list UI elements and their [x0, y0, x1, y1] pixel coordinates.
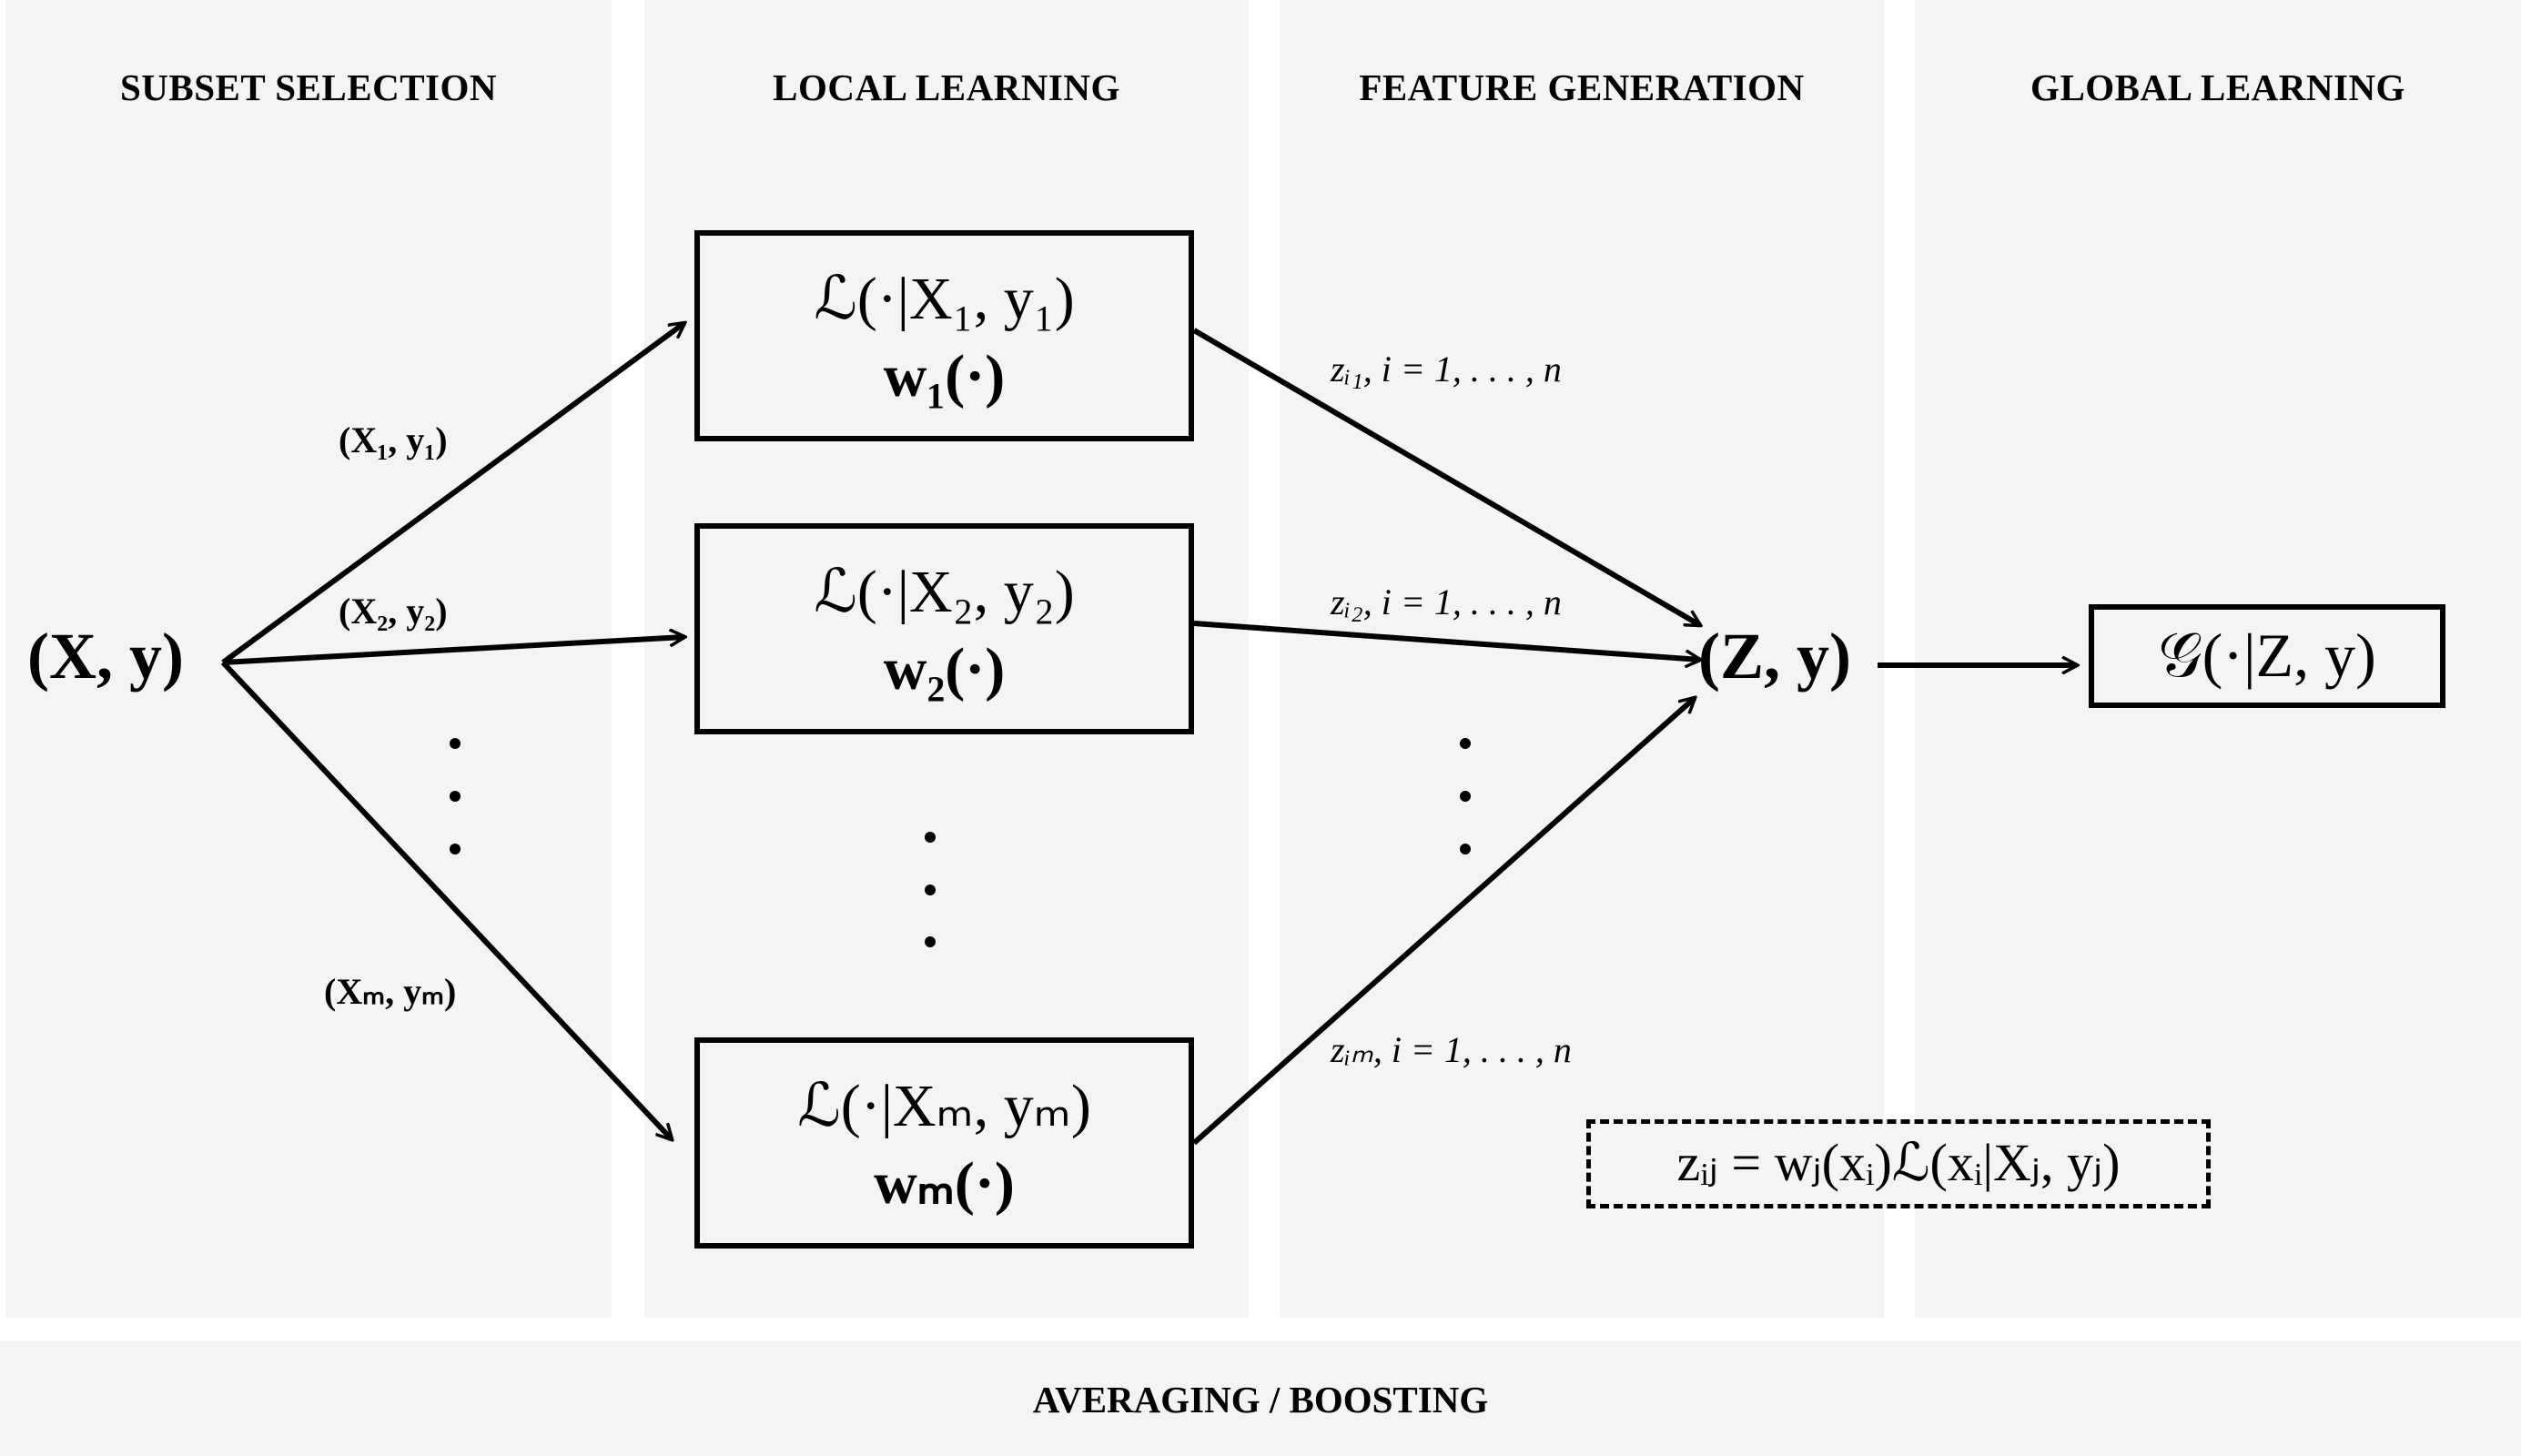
arrow-learner-2-to-z: [1193, 621, 1700, 660]
learner-2-weight: w₂(·): [883, 636, 1006, 703]
z-node-label: (Z, y): [1698, 620, 1851, 693]
arrow-learner-m-to-z: [1192, 698, 1695, 1146]
panel-title-global-learning: GLOBAL LEARNING: [2030, 66, 2405, 108]
global-model-box: 𝒢(·|Z, y): [2089, 604, 2445, 708]
panel-title-feature-generation: FEATURE GENERATION: [1359, 66, 1805, 108]
edge-label-1: (X₁, y₁): [339, 420, 448, 460]
edge-label-2: (X₂, y₂): [339, 591, 448, 632]
feature-formula-box: zᵢⱼ = wⱼ(xᵢ)ℒ(xᵢ|Xⱼ, yⱼ): [1586, 1119, 2211, 1208]
ellipsis-dot-feature: [1460, 791, 1471, 802]
ellipsis-dot-local: [925, 885, 936, 895]
ellipsis-dot-subset: [450, 791, 461, 802]
ellipsis-dot-local: [925, 832, 936, 843]
feature-label-m: zᵢₘ, i = 1, . . . , n: [1331, 1029, 1572, 1070]
input-node-label: (X, y): [27, 620, 184, 693]
bottom-title: AVERAGING / BOOSTING: [1032, 1379, 1489, 1421]
ellipsis-dot-subset: [450, 738, 461, 749]
learner-m-weight: wₘ(·): [874, 1150, 1015, 1217]
edge-label-m: (Xₘ, yₘ): [324, 971, 457, 1012]
ellipsis-dot-feature: [1460, 844, 1471, 854]
panel-title-local-learning: LOCAL LEARNING: [773, 66, 1120, 108]
arrow-input-to-learner-2: [222, 637, 684, 665]
ellipsis-dot-feature: [1460, 738, 1471, 749]
learner-1-weight: w₁(·): [883, 343, 1006, 410]
local-learner-box-m: ℒ(·|Xₘ, yₘ) wₘ(·): [694, 1037, 1194, 1249]
local-learner-box-1: ℒ(·|X₁, y₁) w₁(·): [694, 230, 1194, 441]
learner-2-model: ℒ(·|X₂, y₂): [814, 559, 1075, 625]
feature-label-2: zᵢ₂, i = 1, . . . , n: [1331, 581, 1562, 622]
arrow-learner-1-to-z: [1192, 328, 1700, 628]
local-learner-box-2: ℒ(·|X₂, y₂) w₂(·): [694, 523, 1194, 734]
feature-label-1: zᵢ₁, i = 1, . . . , n: [1331, 349, 1562, 389]
learner-m-model: ℒ(·|Xₘ, yₘ): [797, 1073, 1091, 1139]
panel-feature-generation: FEATURE GENERATION: [1280, 0, 1884, 1318]
arrow-input-to-learner-1: [221, 323, 684, 665]
arrow-input-to-learner-m: [220, 660, 672, 1139]
ellipsis-dot-subset: [450, 844, 461, 854]
learner-1-model: ℒ(·|X₁, y₁): [814, 266, 1075, 332]
panel-title-subset-selection: SUBSET SELECTION: [119, 66, 498, 108]
bottom-bar: AVERAGING / BOOSTING: [0, 1341, 2521, 1456]
ellipsis-dot-local: [925, 936, 936, 947]
